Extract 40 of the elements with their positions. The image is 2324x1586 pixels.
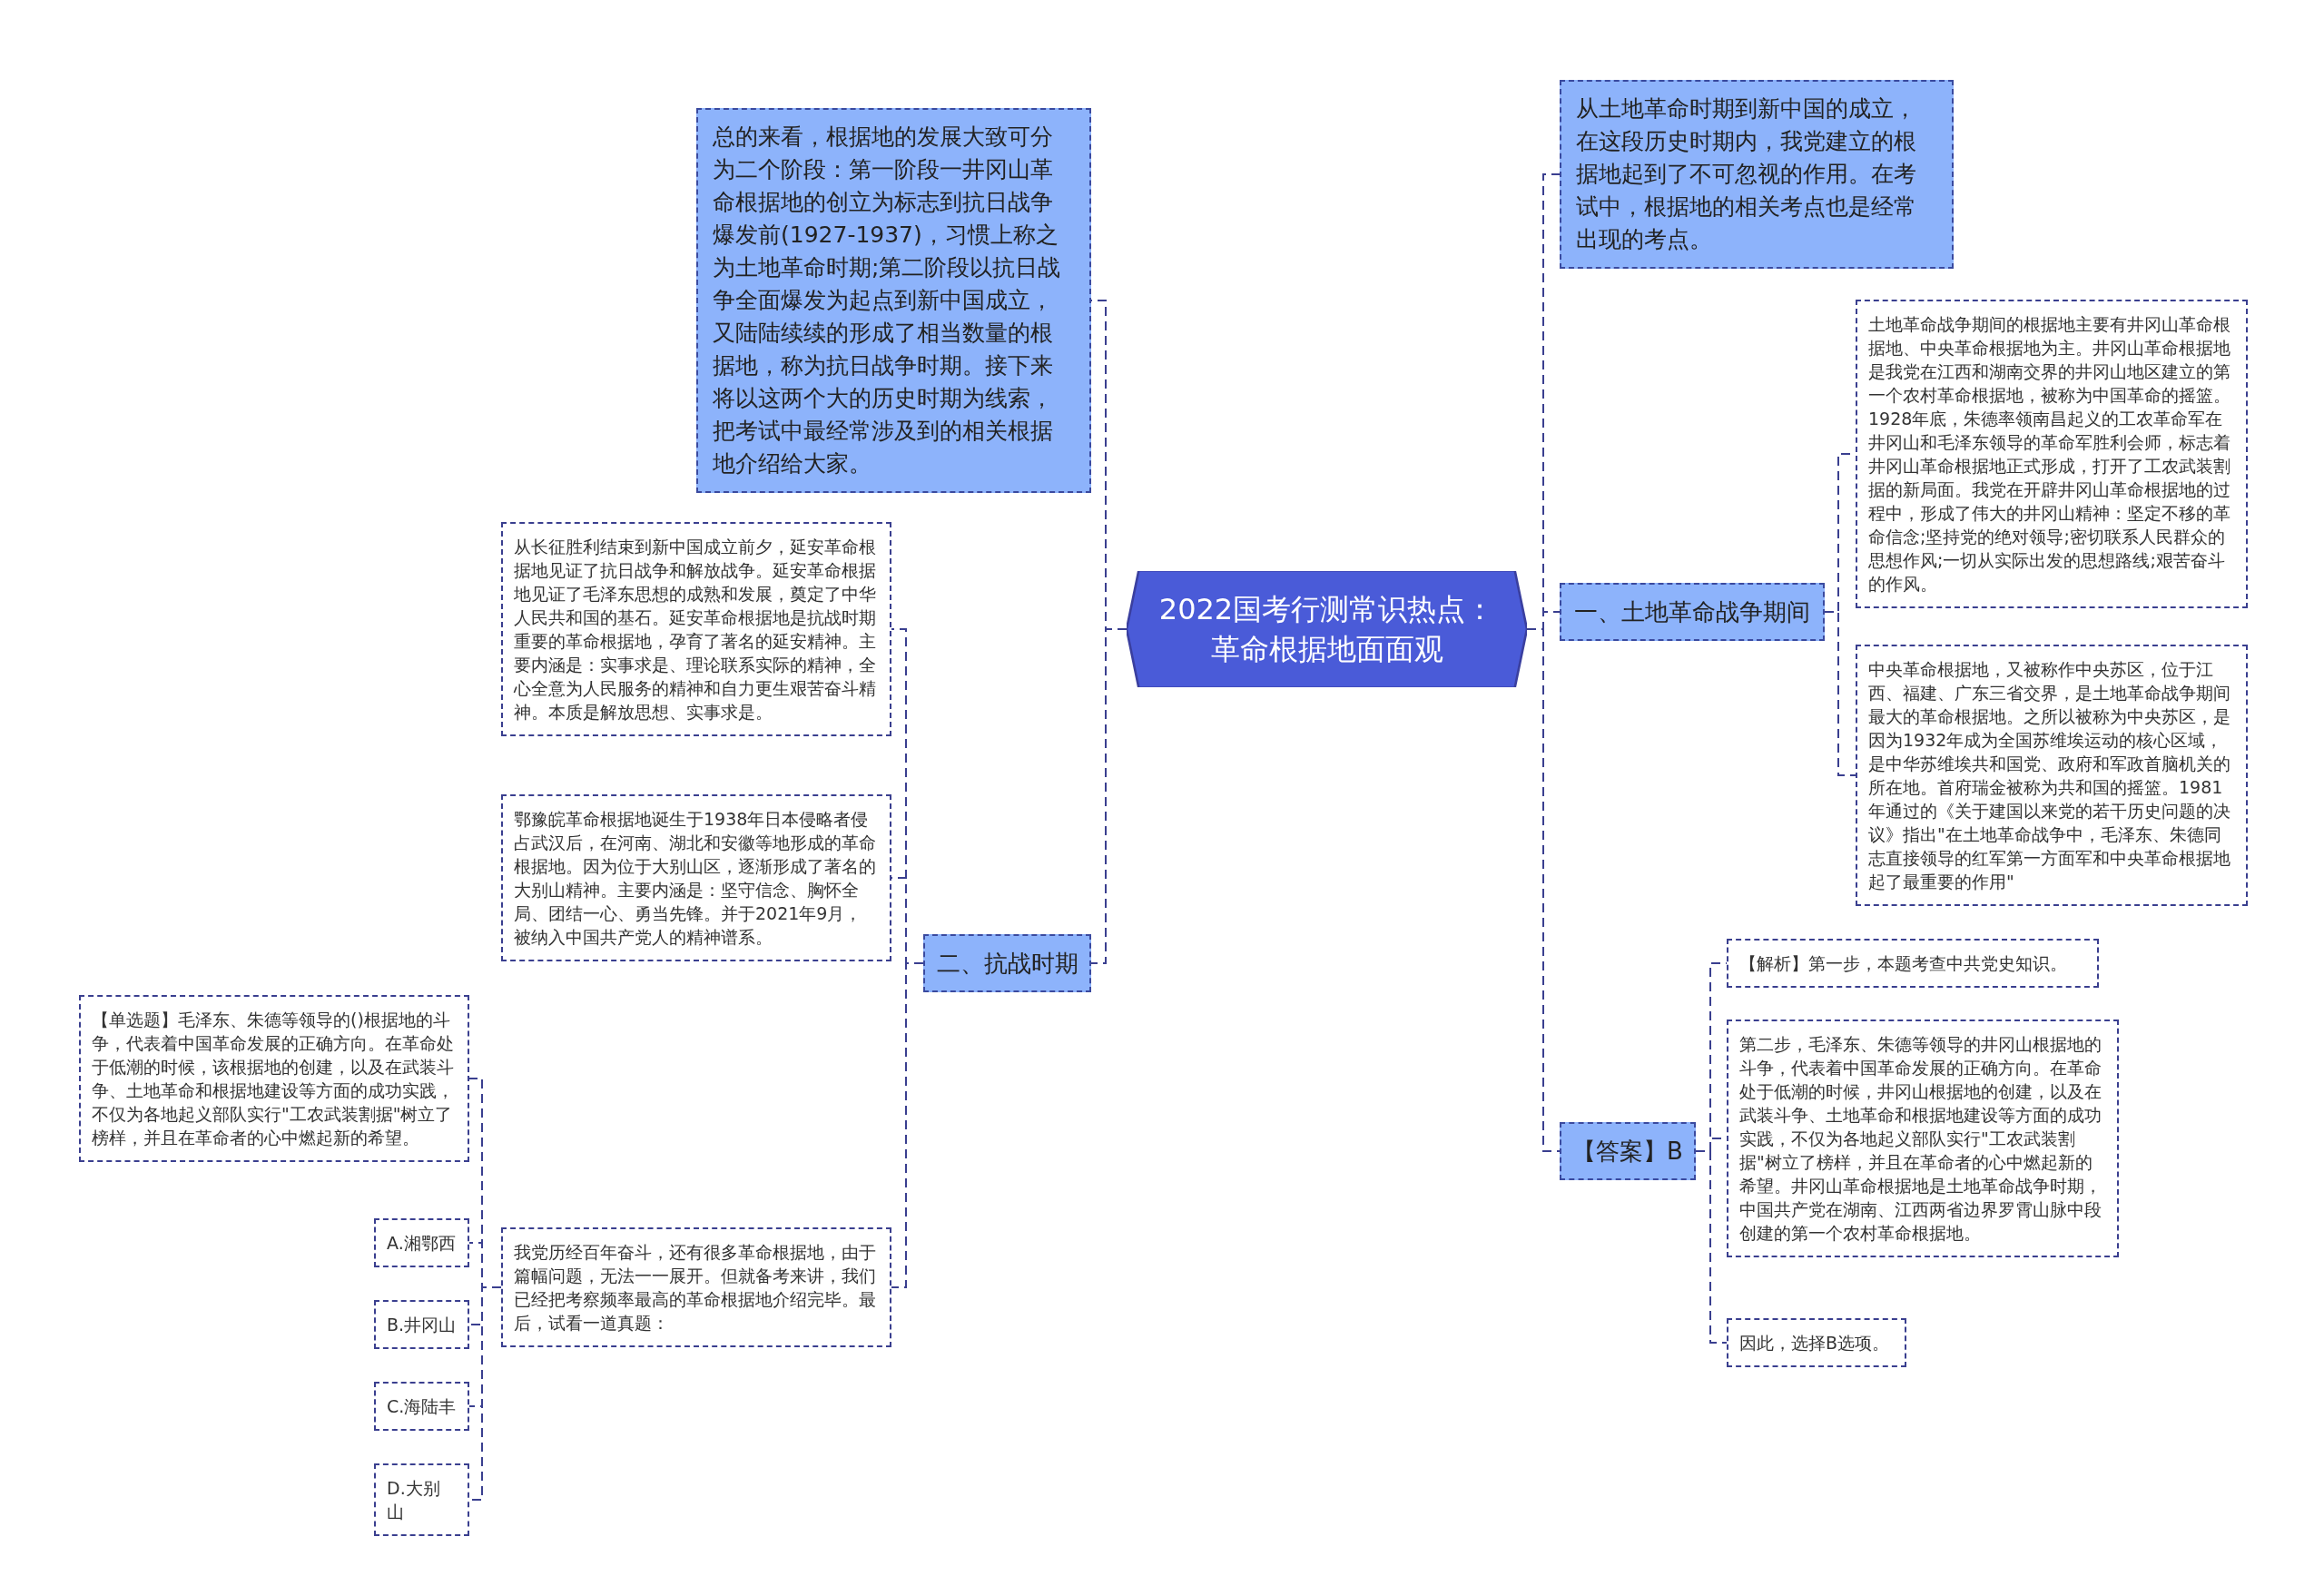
topic-box xyxy=(1856,300,2248,608)
topic-box xyxy=(1727,939,2099,988)
branch-topic-box xyxy=(1560,1122,1696,1180)
topic-text: 【答案】B xyxy=(1572,1137,1683,1167)
topic-box xyxy=(374,1218,469,1267)
branch-topic-box xyxy=(923,934,1091,992)
connector-line xyxy=(1824,611,1856,776)
topic-text: 土地革命战争期间的根据地主要有井冈山革命根据地、中央革命根据地为主。井冈山革命根据地是我党在江西和湖南交界的井冈山地区建立的第一个农村革命根据地，被称为中国革命的摇篮。1928年底，朱德率领南昌起义的工农革命军在井冈山和毛泽东领导的革命军胜利会师，标志着井冈山革命根据地正式形成，打开了工农武装割据的新局面。我党在开辟井冈山革命根据地的过程中，形成了伟大的井冈山精神：坚定不移的革命信念;坚持党的绝对领导;密切联系人民群众的思想作风;一切从实际出发的思想路线;艰苦奋斗的作风。 xyxy=(1868,313,2231,596)
topic-text: 从长征胜利结束到新中国成立前夕，延安革命根据地见证了抗日战争和解放战争。延安革命根据地见证了毛泽东思想的成熟和发展，奠定了中华人民共和国的基石。延安革命根据地是抗战时期重要的革命根据地，孕育了著名的延安精神。主要内涵是：实事求是、理论联系实际的精神，全心全意为人民服务的精神和自力更生艰苦奋斗精神。本质是解放思想、实事求是。 xyxy=(514,536,877,724)
topic-box xyxy=(79,995,469,1162)
topic-box xyxy=(1856,645,2248,906)
topic-text: C.海陆丰 xyxy=(387,1395,457,1418)
topic-text: 第二步，毛泽东、朱德等领导的井冈山根据地的斗争，代表着中国革命发展的正确方向。在革命处于低潮的时候，井冈山根据地的创建，以及在武装斗争、土地革命和根据地建设等方面的成功实践，不仅为各地起义部队实行"工农武装割据"树立了榜样，并且在革命者的心中燃起新的希望。井冈山革命根据地是土地革命战争时期，中国共产党在湖南、江西两省边界罗霄山脉中段创建的第一个农村革命根据地。 xyxy=(1739,1033,2102,1245)
topic-text: 二、抗战时期 xyxy=(936,949,1078,979)
connector-line xyxy=(1695,1150,1728,1344)
topic-box xyxy=(501,1227,891,1347)
topic-text: 因此，选择B选项。 xyxy=(1739,1332,1891,1355)
topic-text: D.大别山 xyxy=(387,1477,441,1523)
topic-text: B.井冈山 xyxy=(387,1314,457,1336)
topic-box xyxy=(374,1463,469,1536)
topic-text: A.湘鄂西 xyxy=(387,1232,457,1255)
branch-topic-box xyxy=(1560,583,1825,641)
topic-box xyxy=(501,522,891,736)
topic-text: 【解析】第一步，本题考查中共党史知识。 xyxy=(1739,952,2068,975)
central-topic xyxy=(1127,571,1527,687)
topic-text: 鄂豫皖革命根据地诞生于1938年日本侵略者侵占武汉后，在河南、湖北和安徽等地形成的革命根据地。因为位于大别山区，逐渐形成了著名的大别山精神。主要内涵是：坚守信念、胸怀全局、团结一心、勇当先锋。并于2021年9月，被纳入中国共产党人的精神谱系。 xyxy=(514,808,877,949)
topic-box xyxy=(374,1300,469,1349)
topic-text: 【单选题】毛泽东、朱德等领导的()根据地的斗争，代表着中国革命发展的正确方向。在革命处于低潮的时候，该根据地的创建，以及在武装斗争、土地革命和根据地建设等方面的成功实践，不仅为各地起义部队实行"工农武装割据"树立了榜样，并且在革命者的心中燃起新的希望。 xyxy=(92,1009,455,1149)
branch-topic-box xyxy=(696,108,1091,493)
topic-text: 从土地革命时期到新中国的成立，在这段历史时期内，我党建立的根据地起到了不可忽视的作用。在考试中，根据地的相关考点也是经常出现的考点。 xyxy=(1576,94,1917,254)
topic-text: 中央革命根据地，又被称作中央苏区，位于江西、福建、广东三省交界，是土地革命战争期间最大的革命根据地。之所以被称为中央苏区，是因为1932年成为全国苏维埃运动的核心区域，是中华苏维埃共和国党、政府和军政首脑机关的所在地。首府瑞金被称为共和国的摇篮。1981年通过的《关于建国以来党的若干历史问题的决议》指出"在土地革命战争中，毛泽东、朱德同志直接领导的红军第一方面军和中央革命根据地起了最重要的作用" xyxy=(1868,658,2231,893)
topic-text: 一、土地革命战争期间 xyxy=(1573,597,1811,627)
topic-box xyxy=(374,1382,469,1431)
topic-box xyxy=(1727,1318,1906,1367)
topic-text: 总的来看，根据地的发展大致可分为二个阶段：第一阶段一井冈山革命根据地的创立为标志到抗日战争爆发前(1927-1937)，习惯上称之为土地革命时期;第二阶段以抗日战争全面爆发为起点到新中国成立，又陆陆续续的形成了相当数量的根据地，称为抗日战争时期。接下来将以这两个大的历史时期为线索，把考试中最经常涉及到的相关根据地介绍给大家。 xyxy=(713,123,1062,478)
topic-box xyxy=(501,794,891,961)
topic-text: 我党历经百年奋斗，还有很多革命根据地，由于篇幅问题，无法一一展开。但就备考来讲，我们已经把考察频率最高的革命根据地介绍完毕。最后，试看一道真题： xyxy=(514,1241,877,1335)
topic-title: 2022国考行测常识热点：革命根据地面面观 xyxy=(1157,591,1496,668)
topic-box xyxy=(1727,1020,2119,1257)
branch-topic-box xyxy=(1560,80,1954,269)
